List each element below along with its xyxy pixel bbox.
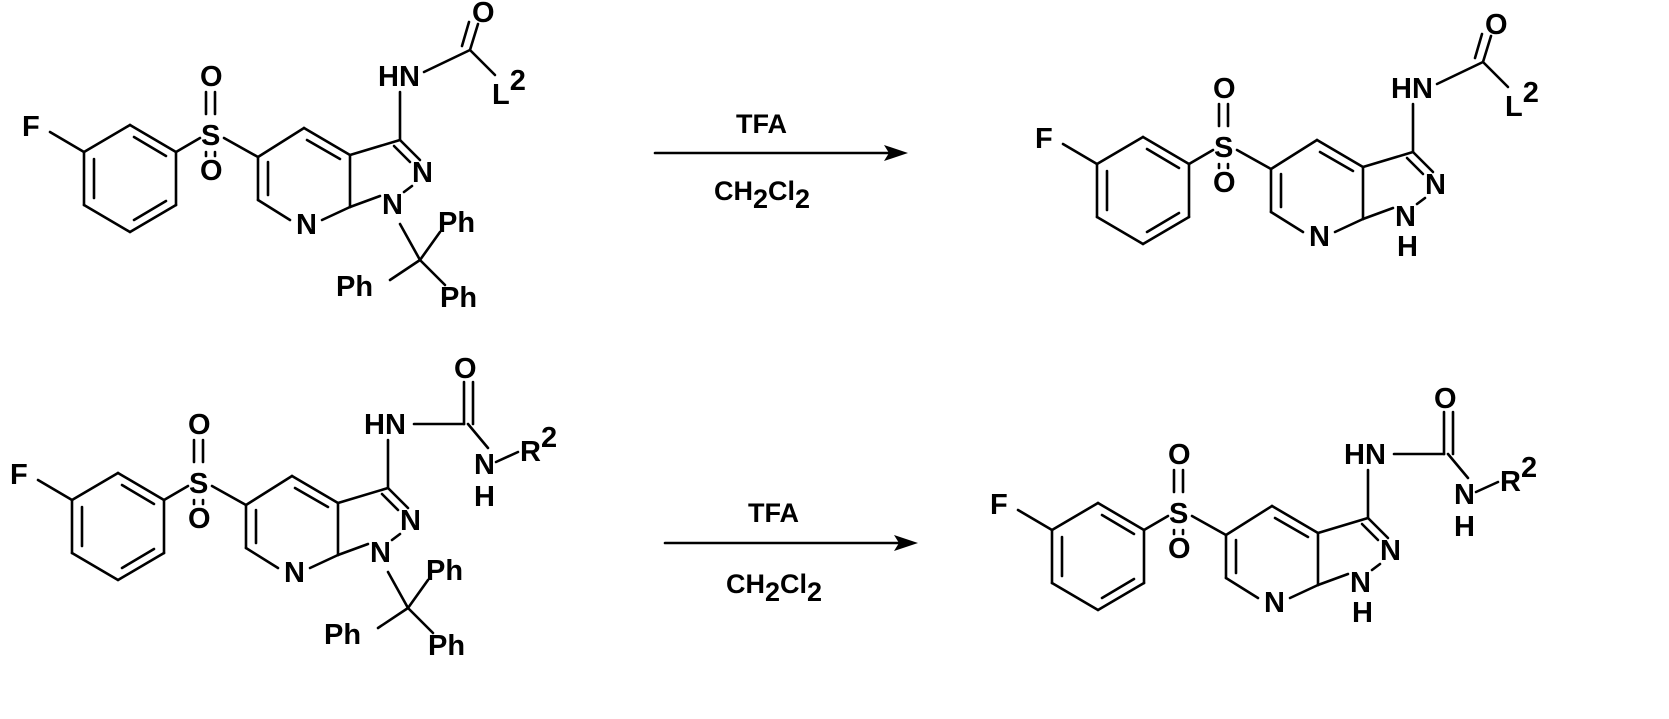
nitrogen-atom: N xyxy=(1395,201,1416,233)
oxygen-atom: O xyxy=(1213,167,1236,199)
phenyl-group: Ph xyxy=(324,619,361,651)
reagent-label: TFA xyxy=(748,498,799,528)
phenyl-group: Ph xyxy=(440,282,477,314)
fluorine-atom: F xyxy=(10,459,28,491)
urea-nh: HN xyxy=(1344,439,1386,471)
oxygen-atom: O xyxy=(200,155,223,187)
reagent-label: TFA xyxy=(736,109,787,139)
pyridine-ring xyxy=(258,128,350,220)
reaction-1-arrow: TFA CH2Cl2 xyxy=(655,109,908,214)
fluorophenyl-ring xyxy=(50,125,200,232)
urea-nitrogen: N xyxy=(474,449,495,481)
oxygen-atom: O xyxy=(1168,533,1191,565)
substituent-r: R2 xyxy=(1500,452,1537,498)
reaction-2-starting-material: F S O O N N N HN xyxy=(10,353,557,662)
nitrogen-atom: N xyxy=(1350,567,1371,599)
carbonyl-oxygen: O xyxy=(1434,383,1457,415)
phenyl-group: Ph xyxy=(336,271,373,303)
urea-nh: HN xyxy=(364,409,406,441)
urea-nitrogen: N xyxy=(1454,479,1475,511)
carbonyl-oxygen: O xyxy=(1485,9,1508,41)
amide-nh: HN xyxy=(378,61,420,93)
reaction-2-product: F S O O N N N H HN xyxy=(990,383,1537,629)
phenyl-group: Ph xyxy=(426,555,463,587)
nitrogen-atom: N xyxy=(1264,587,1285,619)
nitrogen-atom: N xyxy=(382,189,403,221)
nitrogen-atom: N xyxy=(296,209,317,241)
oxygen-atom: O xyxy=(200,61,223,93)
fluorine-atom: F xyxy=(990,489,1008,521)
reaction-1-product: F S O O N N N H HN xyxy=(1035,9,1539,263)
nitrogen-atom: N xyxy=(1425,169,1446,201)
hydrogen-atom: H xyxy=(1454,511,1475,543)
substituent-l: L2 xyxy=(492,65,526,111)
fluorine-atom: F xyxy=(22,111,40,143)
pyridine-ring xyxy=(1271,140,1363,232)
nitrogen-atom: N xyxy=(1309,221,1330,253)
substituent-r: R2 xyxy=(520,422,557,468)
solvent-label: CH2Cl2 xyxy=(714,176,810,214)
fluorine-atom: F xyxy=(1035,123,1053,155)
oxygen-atom: O xyxy=(1168,439,1191,471)
oxygen-atom: O xyxy=(1213,73,1236,105)
hydrogen-atom: H xyxy=(1397,231,1418,263)
fluorophenyl-ring xyxy=(1018,503,1168,610)
oxygen-atom: O xyxy=(188,503,211,535)
hydrogen-atom: H xyxy=(1352,597,1373,629)
sulfur-atom: S xyxy=(1214,132,1233,164)
hydrogen-atom: H xyxy=(474,481,495,513)
reaction-2-arrow: TFA CH2Cl2 xyxy=(665,498,918,607)
carbonyl-oxygen: O xyxy=(472,0,495,29)
nitrogen-atom: N xyxy=(400,505,421,537)
phenyl-group: Ph xyxy=(438,207,475,239)
nitrogen-atom: N xyxy=(284,557,305,589)
nitrogen-atom: N xyxy=(1380,535,1401,567)
substituent-l: L2 xyxy=(1505,77,1539,123)
reaction-1-starting-material: F S O O N N N xyxy=(22,0,526,314)
carbonyl-oxygen: O xyxy=(454,353,477,385)
amide-nh: HN xyxy=(1391,73,1433,105)
oxygen-atom: O xyxy=(188,409,211,441)
fluorophenyl-ring xyxy=(38,473,188,580)
phenyl-group: Ph xyxy=(428,630,465,662)
fluorophenyl-ring xyxy=(1063,137,1213,244)
nitrogen-atom: N xyxy=(370,537,391,569)
pyridine-ring xyxy=(246,476,338,568)
solvent-label: CH2Cl2 xyxy=(726,569,822,607)
pyridine-ring xyxy=(1226,506,1318,598)
sulfur-atom: S xyxy=(1169,498,1188,530)
sulfur-atom: S xyxy=(201,120,220,152)
sulfur-atom: S xyxy=(189,468,208,500)
nitrogen-atom: N xyxy=(412,157,433,189)
